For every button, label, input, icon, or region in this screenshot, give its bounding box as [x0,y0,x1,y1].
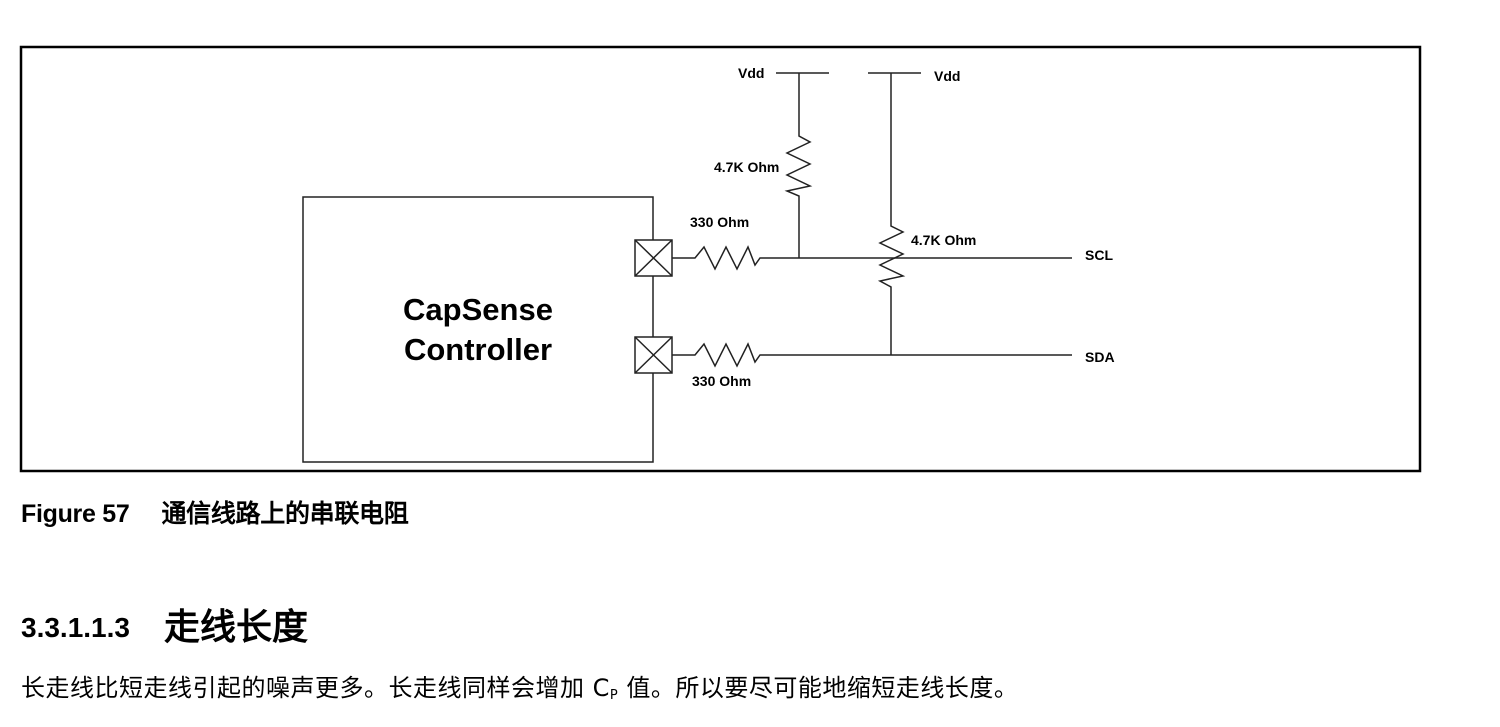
scl-signal-label: SCL [1085,247,1113,263]
figure-number: Figure 57 [21,500,130,528]
paragraph-part1: 长走线比短走线引起的噪声更多。长走线同样会增加 C [21,674,610,702]
figure-title: 通信线路上的串联电阻 [161,500,409,528]
sda-pin-pad [634,336,673,374]
schematic-figure: CapSense Controller 330 Ohm SCL 330 Ohm … [19,45,1422,473]
sda-series-resistor-label: 330 Ohm [692,373,751,389]
scl-pullup-resistor [784,73,813,258]
sda-pullup-label: 4.7K Ohm [911,232,976,248]
paragraph-part2: 值。所以要尽可能地缩短走线长度。 [618,674,1019,702]
vdd-right-label: Vdd [934,68,960,84]
figure-frame [19,45,1422,473]
sda-signal-label: SDA [1085,349,1115,365]
section-number: 3.3.1.1.3 [21,612,130,643]
sda-pullup-resistor [877,73,906,355]
sda-series-resistor [672,342,1072,368]
vdd-left-label: Vdd [738,65,764,81]
scl-series-resistor [672,245,1072,271]
section-heading: 3.3.1.1.3 走线长度 [21,598,308,650]
figure-caption: Figure 57 通信线路上的串联电阻 [21,494,409,530]
section-title: 走线长度 [163,606,308,647]
controller-label-line1: CapSense [403,292,553,327]
body-paragraph: 长走线比短走线引起的噪声更多。长走线同样会增加 CP 值。所以要尽可能地缩短走线… [21,668,1018,703]
controller-block [302,196,654,463]
scl-pullup-label: 4.7K Ohm [714,159,779,175]
paragraph-subscript: P [609,688,619,703]
scl-series-resistor-label: 330 Ohm [690,214,749,230]
scl-pin-pad [634,239,673,277]
controller-label-line2: Controller [404,332,552,367]
